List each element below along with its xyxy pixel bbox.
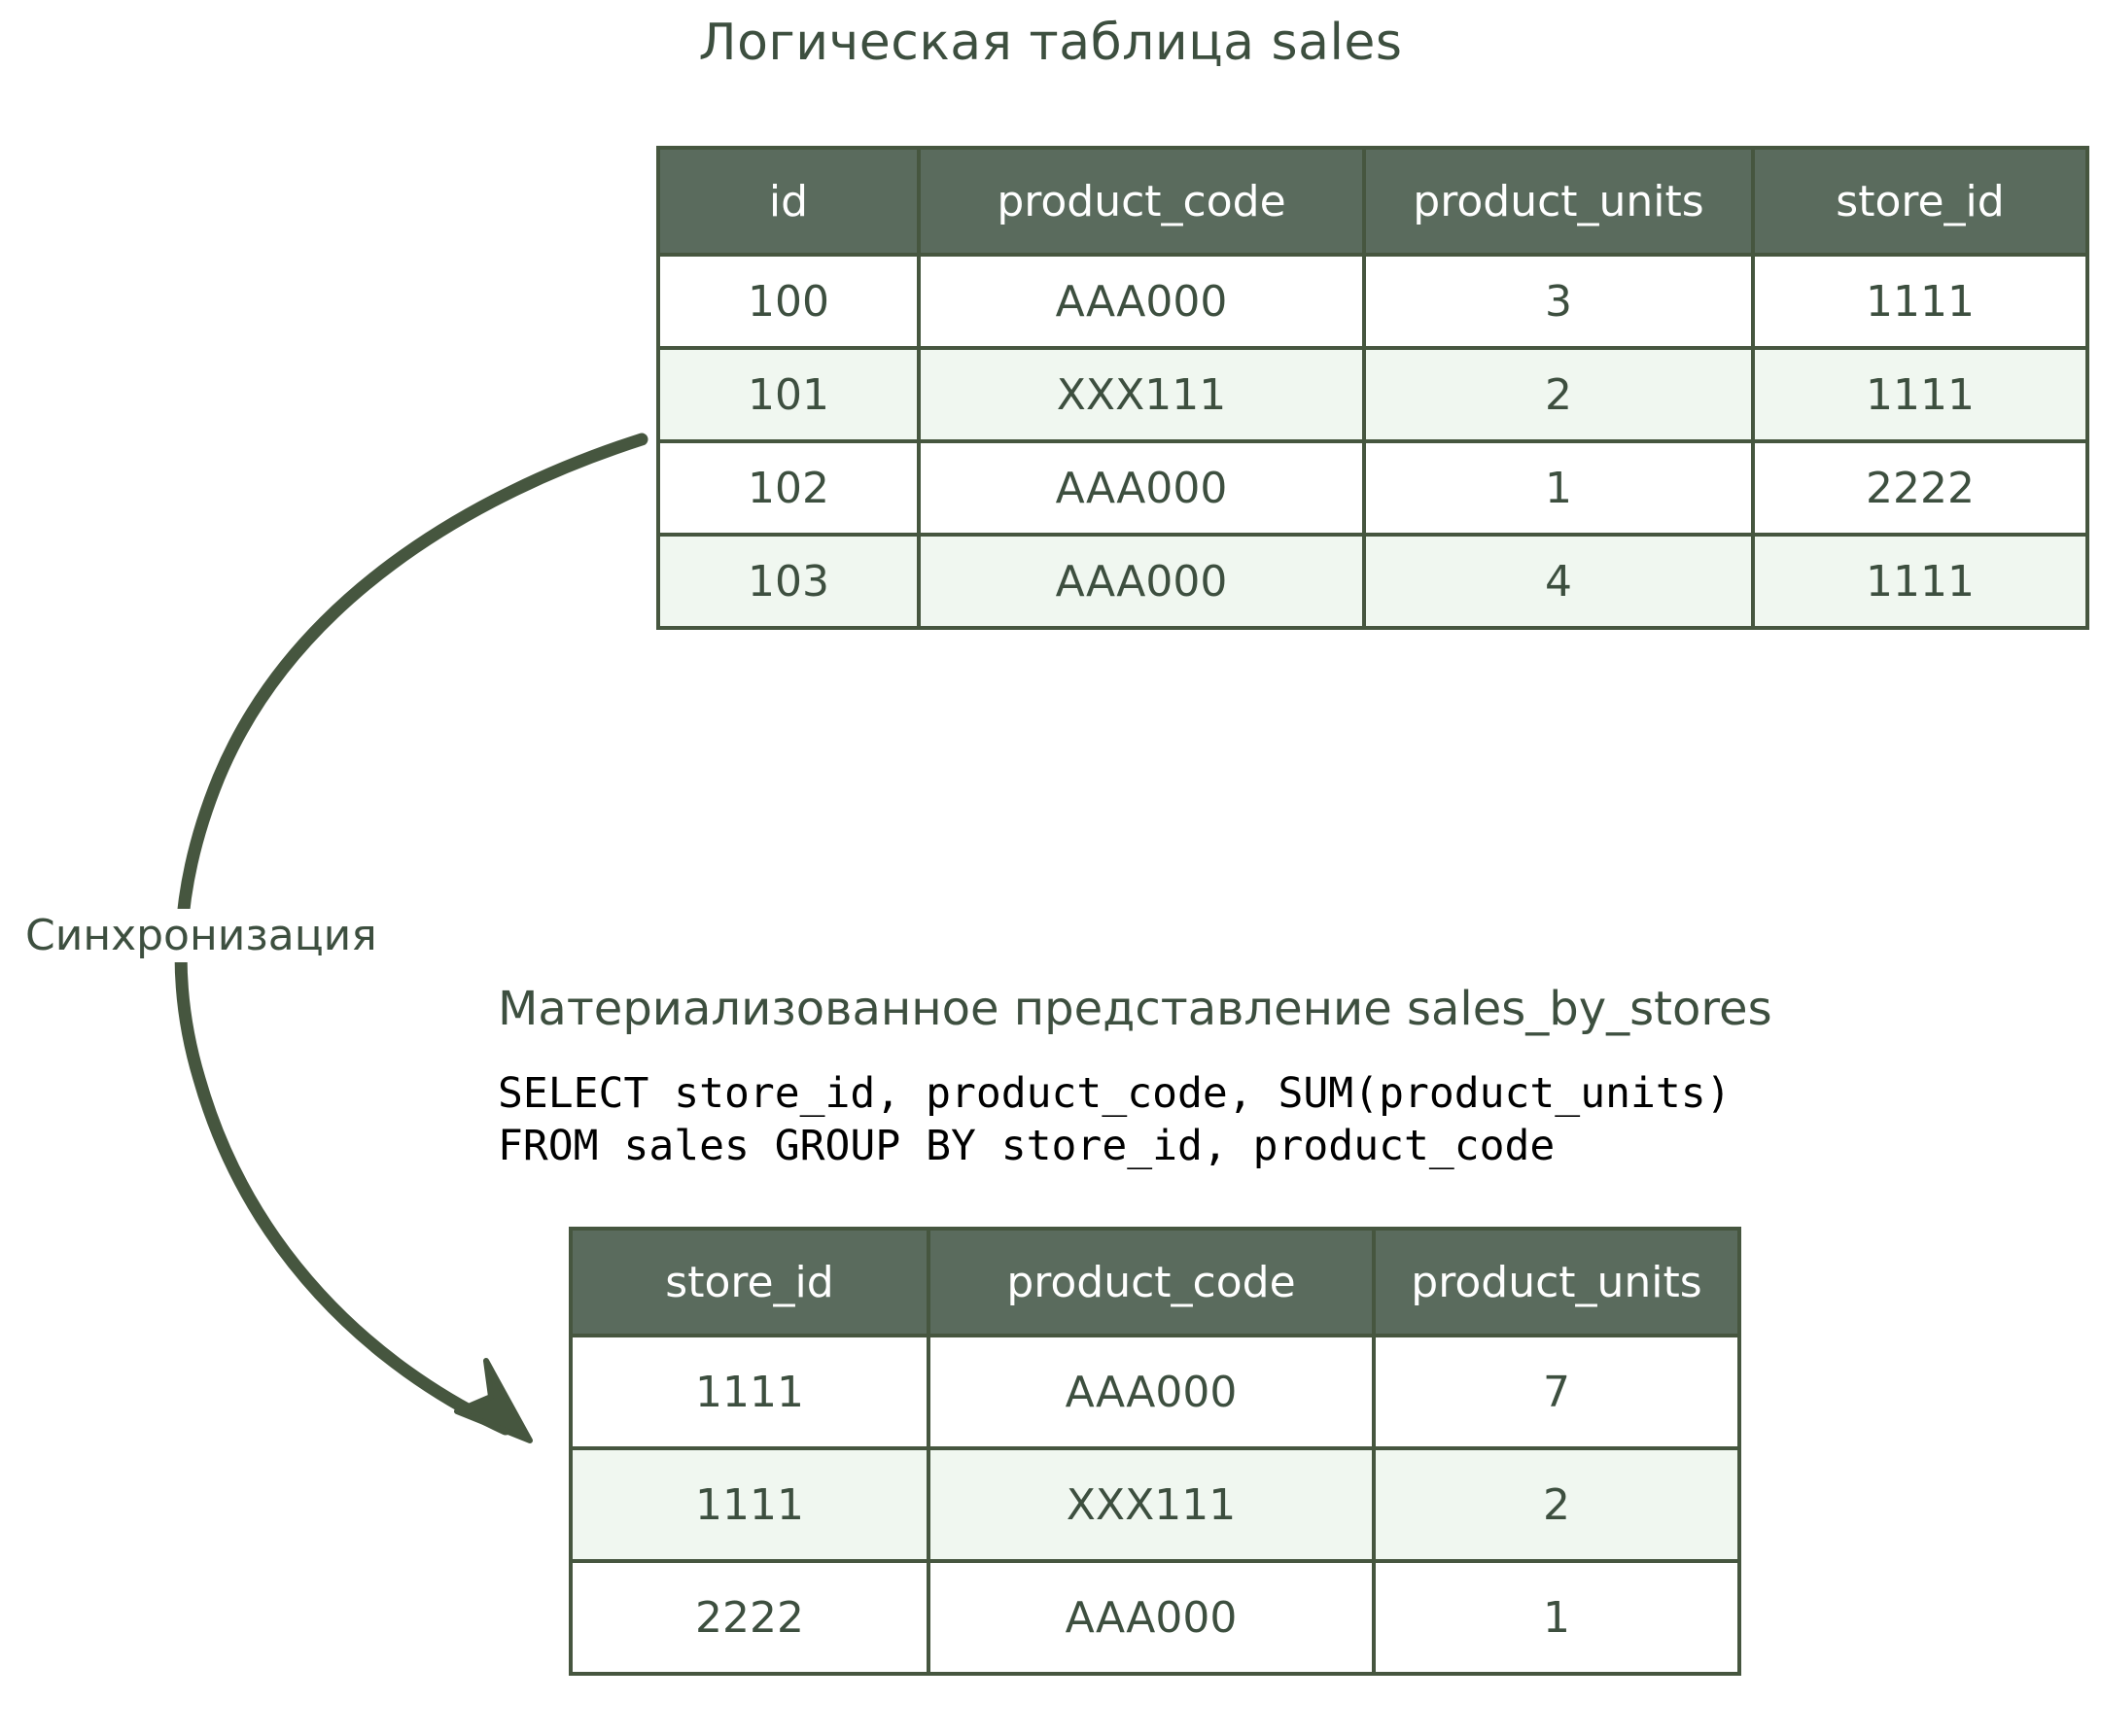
column-header-id: id [656,146,921,257]
cell-product-units: 1 [1362,439,1755,537]
cell-product-units: 1 [1372,1559,1741,1676]
table-row: 2222 AAA000 1 [569,1559,1741,1676]
cell-product-units: 2 [1362,346,1755,443]
cell-store-id: 1111 [1751,346,2089,443]
cell-store-id: 1111 [569,1334,930,1450]
cell-store-id: 2222 [1751,439,2089,537]
table-row: 1111 AAA000 7 [569,1334,1741,1450]
cell-product-code: AAA000 [917,439,1366,537]
materialized-view-title: Материализованное представление sales_by… [498,982,1772,1036]
cell-product-units: 2 [1372,1446,1741,1563]
cell-id: 102 [656,439,921,537]
cell-store-id: 1111 [1751,253,2089,350]
sales-by-stores-table: store_id product_code product_units 1111… [569,1227,1741,1676]
table-row: 102 AAA000 1 2222 [656,439,2089,537]
column-header-product-code: product_code [917,146,1366,257]
sync-label: Синхронизация [19,909,383,962]
cell-id: 100 [656,253,921,350]
cell-product-code: XXX111 [927,1446,1376,1563]
sales-table: id product_code product_units store_id 1… [656,146,2089,630]
cell-product-code: AAA000 [917,253,1366,350]
table-row: 101 XXX111 2 1111 [656,346,2089,443]
table-row: 100 AAA000 3 1111 [656,253,2089,350]
column-header-store-id: store_id [1751,146,2089,257]
logical-table-title: Логическая таблица sales [698,14,1403,72]
cell-product-units: 3 [1362,253,1755,350]
column-header-product-units: product_units [1372,1227,1741,1337]
cell-id: 101 [656,346,921,443]
column-header-store-id: store_id [569,1227,930,1337]
column-header-product-units: product_units [1362,146,1755,257]
sql-definition: SELECT store_id, product_code, SUM(produ… [498,1069,1732,1170]
cell-store-id: 2222 [569,1559,930,1676]
cell-product-units: 7 [1372,1334,1741,1450]
cell-product-code: AAA000 [927,1559,1376,1676]
cell-store-id: 1111 [569,1446,930,1563]
table-row: 103 AAA000 4 1111 [656,533,2089,630]
table-header-row: id product_code product_units store_id [656,146,2089,257]
table-header-row: store_id product_code product_units [569,1227,1741,1337]
cell-product-code: AAA000 [927,1334,1376,1450]
cell-id: 103 [656,533,921,630]
cell-product-units: 4 [1362,533,1755,630]
cell-store-id: 1111 [1751,533,2089,630]
column-header-product-code: product_code [927,1227,1376,1337]
cell-product-code: XXX111 [917,346,1366,443]
cell-product-code: AAA000 [917,533,1366,630]
table-row: 1111 XXX111 2 [569,1446,1741,1563]
